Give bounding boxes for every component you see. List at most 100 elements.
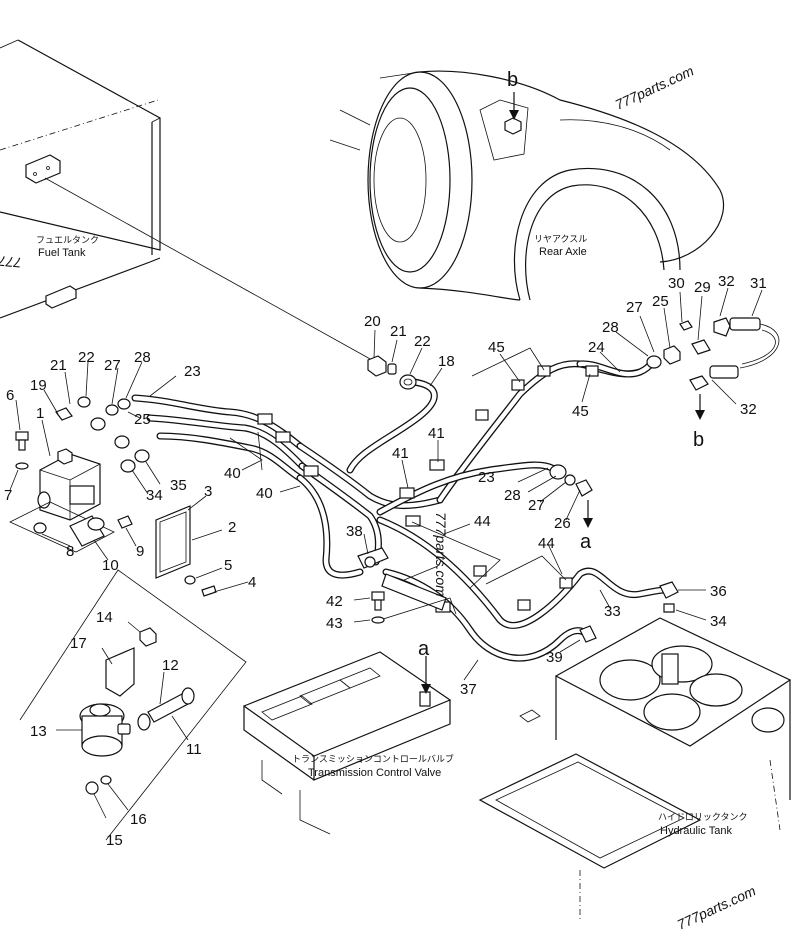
watermark-middle: 777parts.com xyxy=(433,512,449,597)
leader-fuel-to-20 xyxy=(44,177,373,361)
part-label-33: 33 xyxy=(604,603,621,620)
part-label-25a: 25 xyxy=(134,411,151,428)
group-44a xyxy=(411,521,501,589)
clamps xyxy=(257,365,599,613)
part-label-27b: 27 xyxy=(626,299,643,316)
part-label-6: 6 xyxy=(6,387,14,404)
part-label-22a: 22 xyxy=(414,333,431,350)
plug-34 xyxy=(663,603,675,613)
part-label-16: 16 xyxy=(130,811,147,828)
part-label-28a: 28 xyxy=(134,349,151,366)
plate-outline xyxy=(9,501,115,553)
bracket-17 xyxy=(105,647,135,697)
tcv-label-en: Transmission Control Valve xyxy=(308,767,441,779)
part-label-44a: 44 xyxy=(474,513,491,530)
connection-a-right: a xyxy=(580,531,592,553)
part-label-20: 20 xyxy=(364,313,381,330)
part-label-35: 35 xyxy=(170,477,187,494)
nut-15 xyxy=(85,781,99,795)
part-label-38: 38 xyxy=(346,523,363,540)
hydraulic-tank-label-en: Hydraulic Tank xyxy=(660,825,732,837)
part-label-19: 19 xyxy=(30,377,47,394)
part-label-26: 26 xyxy=(554,515,571,532)
fittings-20-22 xyxy=(367,355,417,390)
washer-5 xyxy=(184,575,196,585)
part-label-4: 4 xyxy=(248,574,256,591)
part-label-11: 11 xyxy=(186,741,202,758)
fuel-tank-label-en: Fuel Tank xyxy=(38,247,86,259)
fittings-left xyxy=(55,396,150,473)
part-label-13: 13 xyxy=(30,723,47,740)
tcv-label-jp: トランスミッションコントロールバルブ xyxy=(292,753,454,764)
part-label-21b: 21 xyxy=(50,357,67,374)
dash-frame-left xyxy=(19,569,247,841)
washer-43 xyxy=(371,616,385,624)
leader-lines xyxy=(9,287,763,819)
bolt-42 xyxy=(371,591,385,611)
part-label-32a: 32 xyxy=(718,273,735,290)
elbow-39 xyxy=(579,625,597,643)
part-label-21a: 21 xyxy=(390,323,407,340)
part-label-25b: 25 xyxy=(652,293,669,310)
rear-axle: リヤアクスル Rear Axle xyxy=(329,70,725,301)
part-label-15: 15 xyxy=(106,832,123,849)
part-number-labels: 1 2 3 4 5 6 7 8 9 10 11 12 13 14 15 16 1… xyxy=(4,273,767,849)
part-label-30: 30 xyxy=(668,275,685,292)
group-42-43 xyxy=(379,597,457,621)
filter-13 xyxy=(79,703,131,757)
group-40a xyxy=(229,437,263,471)
part-label-34b: 34 xyxy=(710,613,727,630)
part-label-32b: 32 xyxy=(740,401,757,418)
washer-16 xyxy=(100,775,112,785)
fuel-tank: フュエルタンク Fuel Tank 777p xyxy=(0,39,161,319)
rear-axle-label-en: Rear Axle xyxy=(539,246,587,258)
part-label-7: 7 xyxy=(4,487,12,504)
part-label-14: 14 xyxy=(96,609,113,626)
pipe-11-12 xyxy=(137,687,195,731)
fuel-tank-label-jp: フュエルタンク xyxy=(36,235,99,245)
part-label-45b: 45 xyxy=(572,403,589,420)
bracket-41 xyxy=(381,573,447,611)
fitting-9 xyxy=(117,515,133,529)
part-label-27a: 27 xyxy=(104,357,121,374)
bolt-6 xyxy=(15,431,29,441)
watermark-top: 777parts.com xyxy=(613,62,697,112)
part-label-37: 37 xyxy=(460,681,477,698)
part-label-9: 9 xyxy=(136,543,144,560)
bolt-14 xyxy=(139,627,157,647)
part-label-22b: 22 xyxy=(78,349,95,366)
group-44b xyxy=(485,555,567,585)
part-label-41a: 41 xyxy=(428,425,445,442)
connection-b-right: b xyxy=(693,429,704,451)
part-label-28c: 28 xyxy=(504,487,521,504)
arrow-b-top-head xyxy=(509,110,519,120)
part-label-28b: 28 xyxy=(602,319,619,336)
part-label-44b: 44 xyxy=(538,535,555,552)
part-label-10: 10 xyxy=(102,557,119,574)
part-label-8: 8 xyxy=(66,543,74,560)
part-label-5: 5 xyxy=(224,557,232,574)
watermark-left: 777p xyxy=(0,252,22,271)
part-label-12: 12 xyxy=(162,657,179,674)
part-label-41b: 41 xyxy=(392,445,409,462)
hose-31 xyxy=(739,323,780,369)
part-label-17: 17 xyxy=(70,635,87,652)
part-label-39: 39 xyxy=(546,649,563,666)
part-label-18: 18 xyxy=(438,353,455,370)
part-label-31: 31 xyxy=(750,275,767,292)
part-label-29: 29 xyxy=(694,279,711,296)
part-label-40b: 40 xyxy=(256,485,273,502)
rear-axle-label-jp: リヤアクスル xyxy=(534,234,587,244)
washer-7 xyxy=(15,462,29,470)
connection-a-mid: a xyxy=(418,638,430,660)
part-label-27c: 27 xyxy=(528,497,545,514)
fittings-right-upper xyxy=(646,317,761,391)
part-label-23a: 23 xyxy=(184,363,201,380)
cover-plate-2 xyxy=(155,505,191,579)
hydraulic-tank-label-jp: ハイドロリックタンク xyxy=(658,812,747,822)
part-label-43: 43 xyxy=(326,615,343,632)
part-label-23b: 23 xyxy=(478,469,495,486)
fittings-26-28 xyxy=(549,464,593,497)
part-label-36: 36 xyxy=(710,583,727,600)
